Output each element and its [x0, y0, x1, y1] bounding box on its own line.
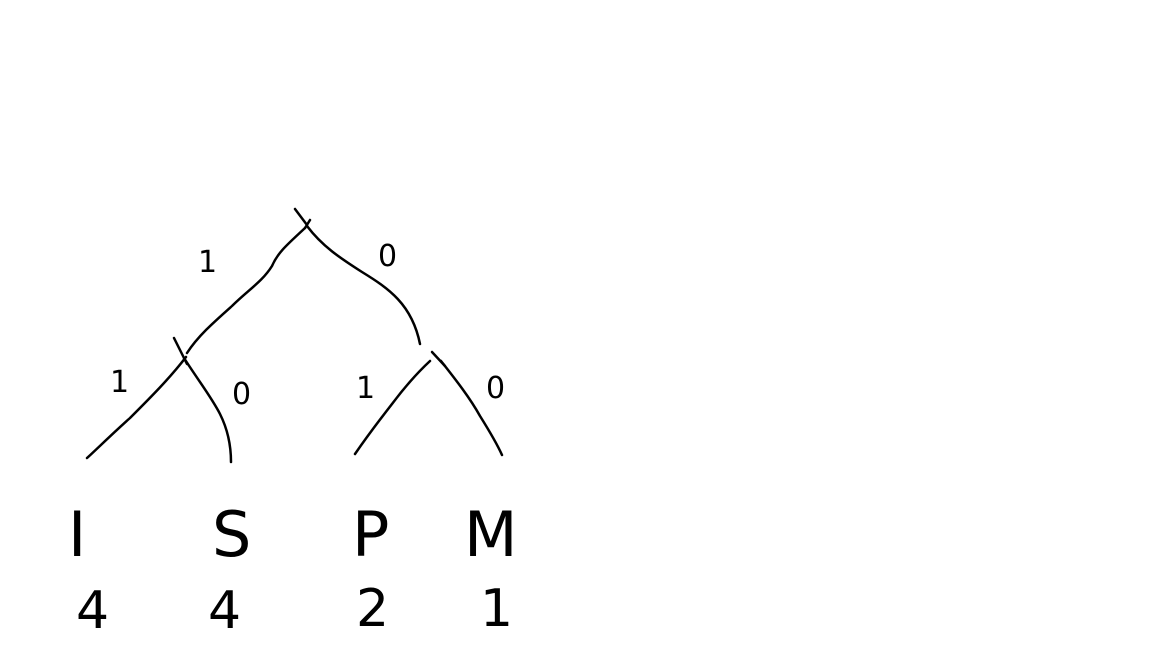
edge-label-left-left: 1	[110, 365, 129, 400]
edge-root-right	[305, 224, 422, 346]
edge-root-left	[185, 226, 307, 355]
edge-label-right-left: 1	[356, 371, 375, 406]
leaf-count-1: 4	[76, 581, 109, 641]
edge-left-left	[85, 355, 188, 460]
edge-label-root-left: 1	[198, 245, 217, 280]
leaf-count-4: 1	[480, 579, 513, 639]
edge-label-root-right: 0	[378, 239, 397, 274]
leaf-count-2: 4	[208, 581, 241, 641]
edge-left-right	[182, 356, 233, 464]
leaf-symbol-1: I	[68, 498, 86, 571]
leaf-count-3: 2	[356, 579, 389, 639]
edge-right-left	[353, 359, 432, 456]
edge-label-left-right: 0	[232, 377, 251, 412]
edge-right-right	[439, 359, 504, 457]
leaf-symbol-4: M	[464, 498, 518, 571]
leaf-symbol-2: S	[212, 498, 251, 571]
edge-label-right-right: 0	[486, 371, 505, 406]
leaf-symbol-3: P	[352, 498, 389, 571]
root-node-mark	[293, 207, 312, 230]
